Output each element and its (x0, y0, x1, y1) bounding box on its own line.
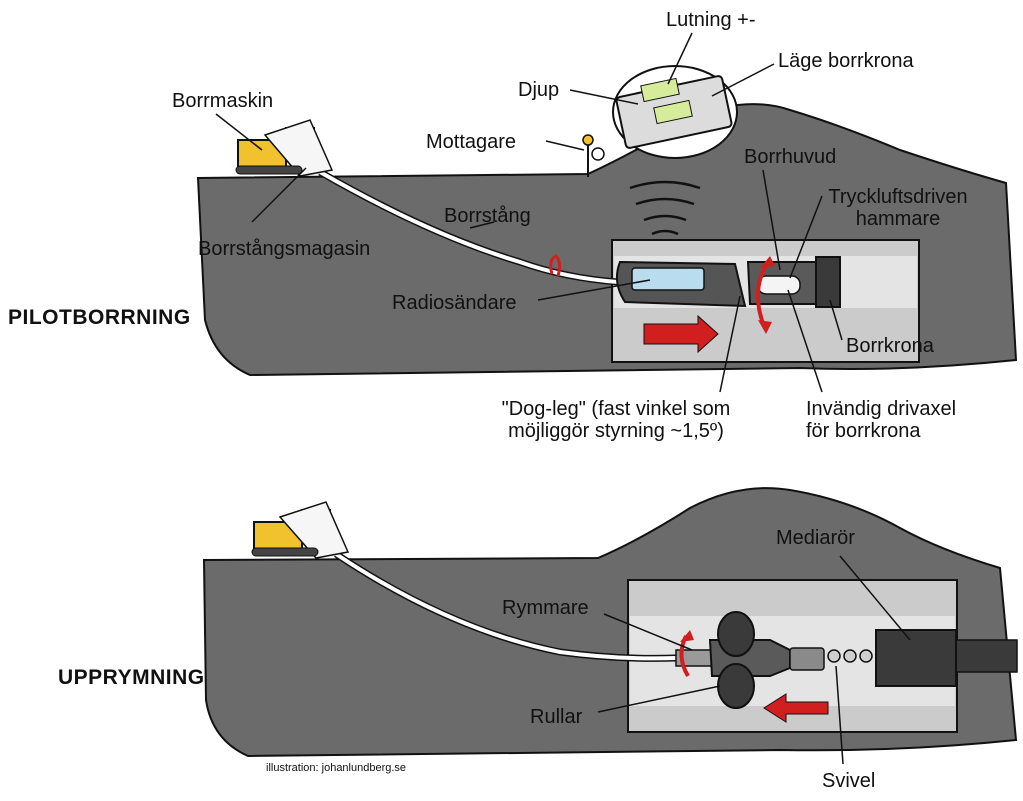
label-svivel: Svivel (822, 770, 876, 792)
label-dogleg-line2: möjliggör styrning ~1,5º) (508, 420, 724, 442)
reamer (675, 611, 825, 709)
radio-transmitter (631, 267, 705, 291)
label-drivaxel-line1: Invändig drivaxel (806, 398, 957, 420)
rotation-arrow-top (549, 254, 562, 277)
label-djup: Djup (518, 79, 560, 101)
label-tryckluftsdriven-hammare: Tryckluftsdriven hammare (812, 186, 984, 230)
label-rymmare: Rymmare (502, 597, 589, 619)
label-tryckluft-line1: Tryckluftsdriven (828, 186, 968, 208)
label-dogleg-line1: "Dog-leg" (fast vinkel som (501, 398, 731, 420)
illustration-credit: illustration: johanlundberg.se (266, 762, 407, 774)
swivel (827, 649, 873, 663)
label-borrstangsmagasin: Borrstångsmagasin (198, 238, 371, 260)
label-mediaror: Mediarör (776, 527, 855, 549)
label-invandig-drivaxel: Invändig drivaxel för borrkrona (806, 398, 956, 442)
leader-lines-top (215, 32, 843, 393)
label-mottagare: Mottagare (426, 131, 517, 153)
drill-machine-bottom (251, 501, 350, 559)
section-title-pilot: PILOTBORRNING (8, 306, 191, 329)
label-borrhuvud: Borrhuvud (744, 146, 837, 168)
radio-waves (629, 180, 701, 236)
drill-machine-top (235, 119, 334, 177)
label-dog-leg: "Dog-leg" (fast vinkel som möjliggör sty… (466, 398, 766, 442)
pullback-arrow (763, 693, 829, 723)
label-rullar: Rullar (530, 706, 583, 728)
label-drivaxel-line2: för borrkrona (806, 420, 921, 442)
label-borrstang: Borrstång (444, 205, 531, 227)
label-lutning: Lutning +- (666, 9, 756, 31)
hammer (757, 275, 801, 295)
receiver-operator (582, 134, 605, 177)
receiver-device (615, 75, 733, 149)
label-borrmaskin: Borrmaskin (172, 90, 274, 112)
pipe-out (954, 639, 1018, 673)
forward-arrow-top (643, 314, 719, 354)
media-pipe (875, 629, 957, 687)
label-radiosandare: Radiosändare (392, 292, 517, 314)
label-tryckluft-line2: hammare (855, 208, 941, 230)
leader-lines-bottom (597, 555, 911, 765)
section-title-ream: UPPRYMNING (58, 666, 205, 689)
drill-bit (815, 256, 841, 308)
label-borrkrona: Borrkrona (846, 335, 934, 357)
label-lage-borrkrona: Läge borrkrona (778, 50, 914, 72)
